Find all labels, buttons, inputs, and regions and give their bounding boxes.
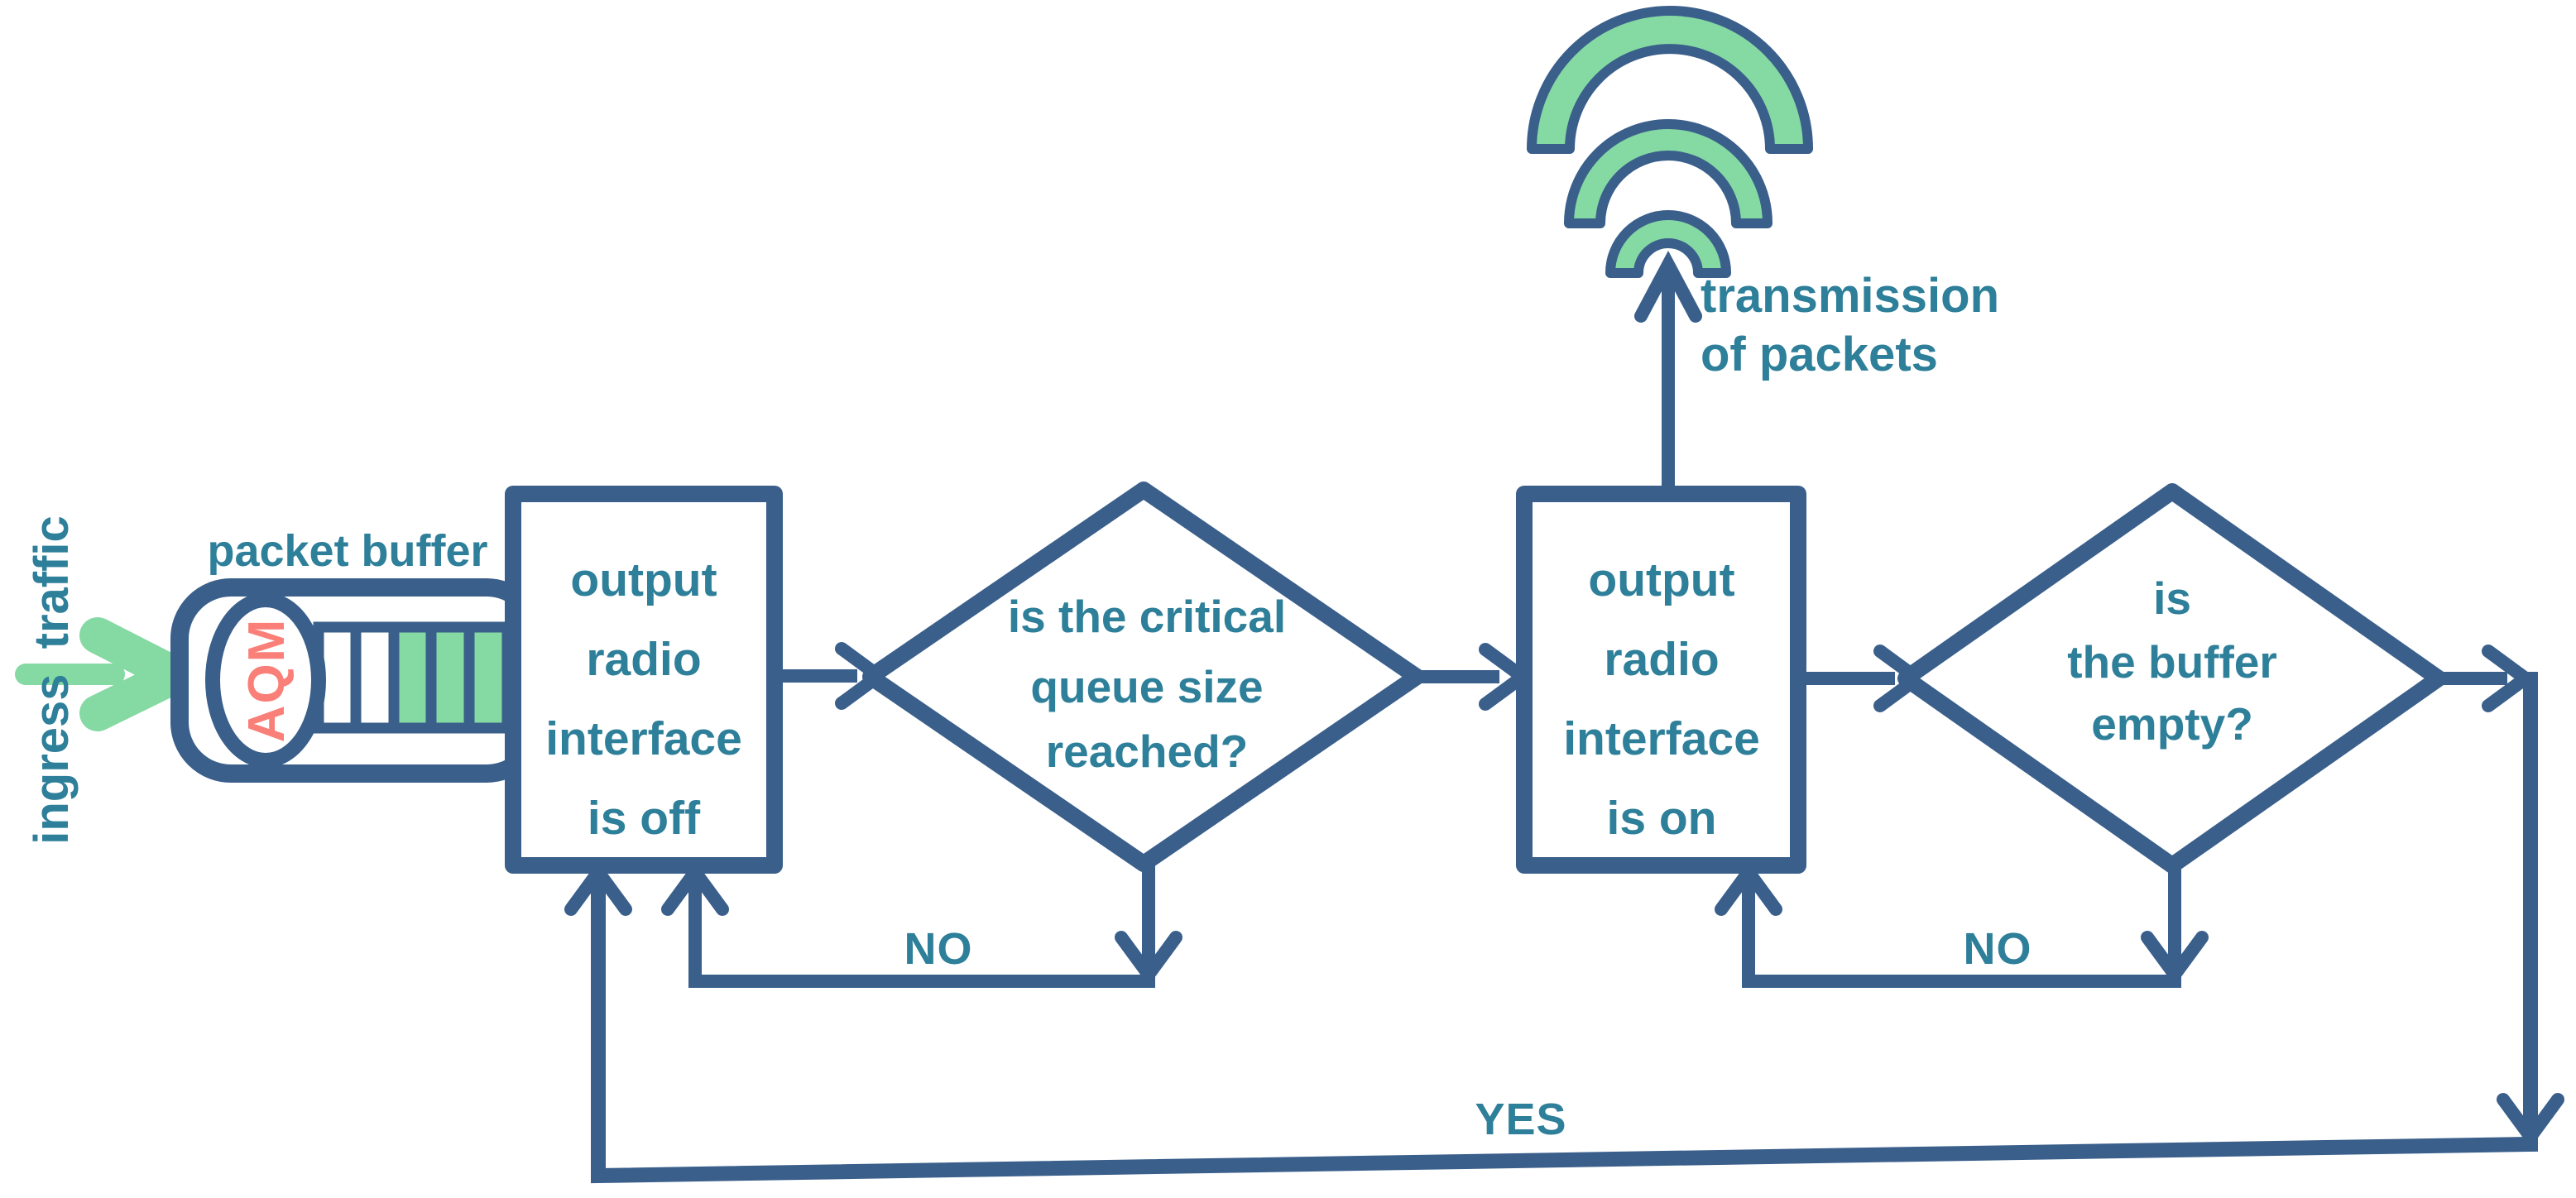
decision-queue-check-line: queue size [1030,661,1263,712]
wifi-icon [1527,6,1813,278]
yes-loop: YES [564,645,2564,1184]
arrowhead-up-icon [564,860,632,916]
process-radio-on-line: output [1588,553,1734,606]
packet-buffer-label: packet buffer [207,526,487,576]
arrowhead-up-icon [1715,860,1782,916]
decision-queue-check-line: reached? [1046,726,1249,777]
transmission-label: of packets [1701,328,1938,381]
process-radio-on: output radio interface is on [1516,486,1806,874]
process-radio-off: output radio interface is off [505,486,783,874]
process-radio-off-line: radio [586,633,701,686]
process-radio-on-line: is on [1606,792,1716,845]
process-radio-on-line: interface [1563,712,1760,765]
arrowhead-up-icon [661,860,729,916]
transmission-label: transmission [1701,269,1999,323]
arrowhead-down-icon [1115,931,1182,986]
decision-queue-check: is the critical queue size reached? [862,482,1425,872]
ingress-group: ingress traffic [15,515,194,845]
edge-buffer-no [1742,865,2181,988]
decision-buffer-check-line: empty? [2091,698,2253,750]
decision-buffer-check-line: is [2153,573,2191,624]
arrowhead-down-icon [2141,931,2209,986]
process-radio-on-line: radio [1604,633,1719,686]
wifi-arc-large [1527,6,1813,154]
transmission-group: transmission of packets [1527,6,1999,494]
no-loop-buffer: NO [1715,860,2209,988]
edge-label-no-buffer: NO [1964,924,2032,974]
decision-buffer-check: is the buffer empty? [1897,483,2447,874]
no-loop-queue: NO [661,860,1182,988]
process-radio-off-box [505,486,783,874]
edge-label-yes: YES [1475,1095,1566,1144]
packet-buffer-group: AQM packet buffer [170,526,547,783]
decision-queue-check-line: is the critical [1008,591,1286,642]
arrowhead-down-icon [2497,1093,2564,1148]
edge-queue-no [688,864,1155,988]
decision-buffer-check-line: the buffer [2067,636,2277,688]
wifi-arc-medium [1564,119,1772,228]
ingress-traffic-label: ingress traffic [25,515,79,845]
aqm-endcap-icon [205,592,326,768]
aqm-label: AQM [238,618,295,743]
process-radio-off-line: output [570,553,717,606]
process-radio-off-line: is off [588,792,701,845]
arrowhead-up-icon [1634,250,1702,323]
wifi-arc-small [1605,210,1731,278]
process-radio-off-line: interface [545,712,742,765]
edge-buffer-yes-return [591,672,2538,1184]
edge-label-no-queue: NO [904,924,973,974]
